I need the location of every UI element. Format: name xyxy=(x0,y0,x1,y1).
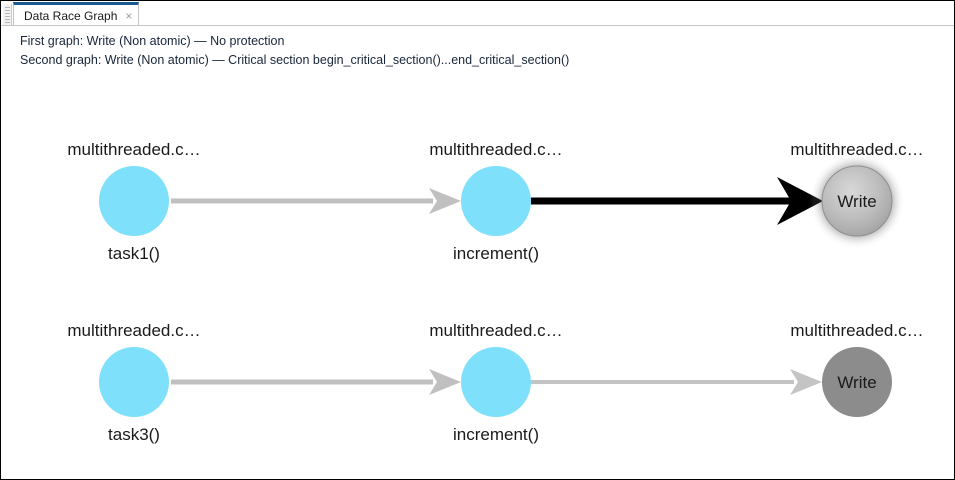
node-circle[interactable] xyxy=(461,166,531,236)
tab-bar-drag-handle[interactable] xyxy=(3,4,12,25)
grip-dot xyxy=(4,18,10,20)
grip-dot xyxy=(4,6,10,8)
first-graph: multithreaded.c… task1() multithreaded.c… xyxy=(67,140,923,263)
node-write-highlighted[interactable]: multithreaded.c… Write xyxy=(790,140,924,249)
grip-dot xyxy=(4,9,10,11)
edge-task3-to-increment[interactable] xyxy=(171,369,461,395)
second-graph: multithreaded.c… task3() multithreaded.c… xyxy=(67,321,923,444)
node-circle[interactable] xyxy=(461,347,531,417)
node-file-label: multithreaded.c… xyxy=(67,140,200,159)
node-file-label: multithreaded.c… xyxy=(790,140,923,159)
grip-dot xyxy=(4,15,10,17)
node-write[interactable]: multithreaded.c… Write xyxy=(790,321,924,417)
node-inner-label: Write xyxy=(837,373,876,392)
node-function-label: increment() xyxy=(453,244,539,263)
tab-label: Data Race Graph xyxy=(24,8,118,23)
edge-increment-to-write-highlighted[interactable] xyxy=(531,177,823,225)
tab-bar: Data Race Graph × xyxy=(1,1,954,26)
node-task1[interactable]: multithreaded.c… task1() xyxy=(67,140,200,263)
node-file-label: multithreaded.c… xyxy=(67,321,200,340)
tab-data-race-graph[interactable]: Data Race Graph × xyxy=(13,2,140,26)
node-file-label: multithreaded.c… xyxy=(790,321,923,340)
node-increment[interactable]: multithreaded.c… increment() xyxy=(429,321,562,444)
grip-dot xyxy=(4,21,10,23)
first-graph-description: First graph: Write (Non atomic) — No pro… xyxy=(20,34,285,48)
node-function-label: task1() xyxy=(108,244,160,263)
node-circle[interactable] xyxy=(99,166,169,236)
second-graph-description: Second graph: Write (Non atomic) — Criti… xyxy=(20,53,570,67)
node-inner-label: Write xyxy=(837,192,876,211)
node-circle[interactable] xyxy=(99,347,169,417)
node-circle[interactable] xyxy=(822,347,892,417)
node-file-label: multithreaded.c… xyxy=(429,321,562,340)
node-function-label: task3() xyxy=(108,425,160,444)
node-function-label: increment() xyxy=(453,425,539,444)
graph-description: First graph: Write (Non atomic) — No pro… xyxy=(20,32,920,70)
tab-bar-divider xyxy=(1,25,954,26)
grip-dot xyxy=(4,12,10,14)
node-increment[interactable]: multithreaded.c… increment() xyxy=(429,140,562,263)
close-icon[interactable]: × xyxy=(125,8,133,23)
edge-increment-to-write[interactable] xyxy=(531,369,822,395)
node-circle[interactable] xyxy=(821,165,893,237)
edge-task1-to-increment[interactable] xyxy=(171,188,461,214)
node-file-label: multithreaded.c… xyxy=(429,140,562,159)
node-task3[interactable]: multithreaded.c… task3() xyxy=(67,321,200,444)
graph-canvas: multithreaded.c… task1() multithreaded.c… xyxy=(1,81,954,479)
